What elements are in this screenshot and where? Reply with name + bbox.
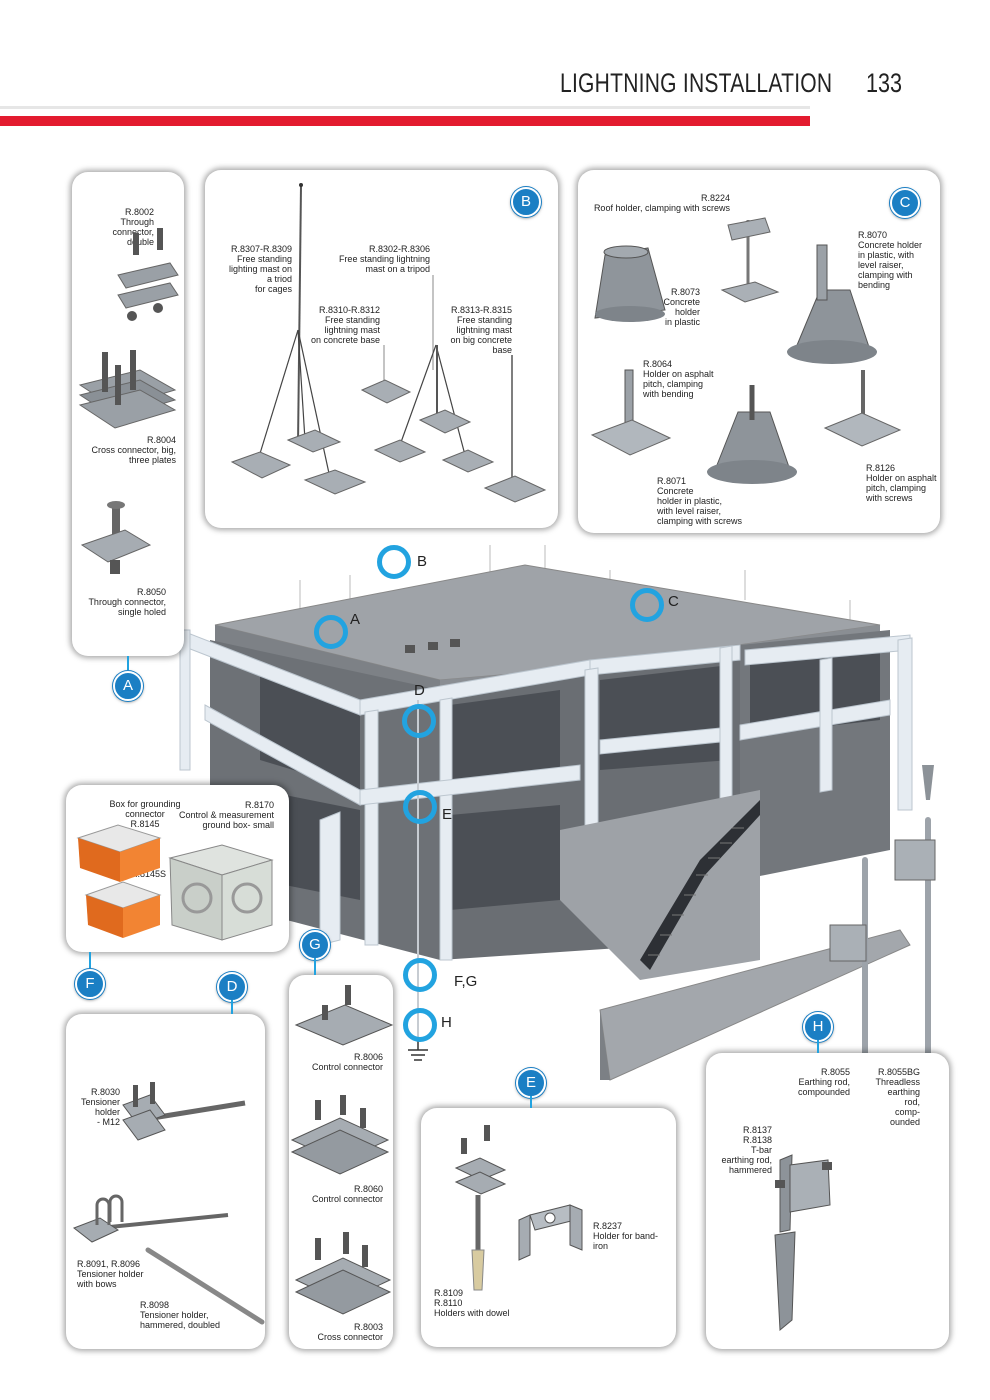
panel-e-stem — [530, 1096, 532, 1108]
panel-b-badge: B — [511, 187, 541, 217]
panel-c-item-6-code: R.8126 — [866, 463, 896, 473]
page-title: LIGHTNING INSTALLATION — [560, 68, 833, 98]
panel-b-item-3-code: R.8310-R.8312 — [318, 305, 380, 315]
panel-d-item-3-code: R.8098 — [140, 1300, 170, 1310]
panel-d-item-1-desc: Tensioner holder - M12 — [80, 1097, 120, 1127]
panel-g-item-1-desc: Control connector — [311, 1062, 383, 1072]
panel-f-item-3-code: R.8145S — [130, 869, 166, 879]
panel-c-badge: C — [890, 188, 920, 218]
marker-ring-e — [403, 790, 437, 824]
panel-g-item-2-code: R.8060 — [353, 1184, 383, 1194]
panel-h-badge: H — [803, 1012, 833, 1042]
panel-e-item-1-code: R.8237 — [593, 1221, 623, 1231]
panel-b-item-4-desc: Free standing lightning mast on big conc… — [450, 315, 512, 355]
panel-g-stem — [314, 958, 316, 975]
panel-g-item-2-desc: Control connector — [311, 1194, 383, 1204]
panel-d-item-3-desc: Tensioner holder, hammered, doubled — [140, 1310, 221, 1330]
panel-a-item-2-code: R.8004 — [146, 435, 176, 445]
panel-c-item-5-desc: Concrete holder in plastic, with level r… — [657, 486, 743, 526]
panel-c-item-4-code: R.8064 — [643, 359, 673, 369]
panel-b-item-2-code: R.8302-R.8306 — [368, 244, 430, 254]
panel-f-badge: F — [75, 969, 105, 999]
panel-c-item-4-desc: Holder on asphalt pitch, clamping with b… — [643, 369, 714, 399]
panel-c-item-2-code: R.8070 — [858, 230, 888, 240]
panel-f-item-1-desc: Box for grounding connector — [109, 799, 181, 819]
panel-h-stem — [817, 1040, 819, 1053]
panel-a-item-3-code: R.8050 — [136, 587, 166, 597]
panel-d-item-2-code: R.8091, R.8096 — [77, 1259, 141, 1269]
panel-e-item-2-desc: Holders with dowel — [434, 1308, 510, 1318]
header-grey-rule — [0, 106, 810, 109]
panel-b-item-4-code: R.8313-R.8315 — [450, 305, 512, 315]
panel-a-badge: A — [113, 671, 143, 701]
page-number: 133 — [866, 68, 903, 98]
panel-h-item-3-code: R.8137 R.8138 — [742, 1125, 772, 1145]
marker-ring-b — [377, 545, 411, 579]
panel-a-stem — [127, 656, 129, 670]
panel-a-item-3-desc: Through connector, single holed — [88, 597, 166, 617]
panel-e-item-2-code: R.8109 R.8110 — [434, 1288, 464, 1308]
panel-g-item-3-desc: Cross connector — [317, 1332, 383, 1342]
panel-b-item-3-desc: Free standing lightning mast on concrete… — [310, 315, 380, 345]
panel-c-item-1-desc: Roof holder, clamping with screws — [593, 203, 730, 213]
panel-a-item-1-code: R.8002 — [124, 207, 154, 217]
marker-ring-fg — [403, 958, 437, 992]
panel-d — [66, 1014, 265, 1349]
marker-label-a: A — [350, 611, 361, 628]
panel-c-item-1-code: R.8224 — [700, 193, 730, 203]
panel-h-item-2-code: R.8055BG — [877, 1067, 920, 1077]
panel-b-item-2-desc: Free standing lightning mast on a tripod — [338, 254, 430, 274]
marker-label-d: D — [414, 682, 425, 699]
panel-b-item-1-desc: Free standing lighting mast on a triod f… — [228, 254, 292, 294]
panel-h-item-1-code: R.8055 — [820, 1067, 850, 1077]
panel-a-item-1-desc: Through connector, double — [112, 217, 154, 247]
panel-d-stem — [231, 1000, 233, 1014]
panel-c-item-5-code: R.8071 — [657, 476, 687, 486]
panel-f-item-1-code: R.8145 — [130, 819, 160, 829]
panel-c-item-3-code: R.8073 — [670, 287, 700, 297]
panel-f-item-2-code: R.8170 — [244, 800, 274, 810]
marker-ring-a — [314, 615, 348, 649]
marker-ring-h — [403, 1008, 437, 1042]
panel-c-item-3-desc: Concrete holder in plastic — [663, 297, 700, 327]
panel-d-item-2-desc: Tensioner holder with bows — [77, 1269, 144, 1289]
marker-label-h: H — [441, 1014, 452, 1031]
marker-label-e: E — [442, 806, 453, 823]
marker-label-b: B — [417, 553, 428, 570]
panel-g-item-1-code: R.8006 — [353, 1052, 383, 1062]
header-red-rule — [0, 116, 810, 126]
panel-c-item-6-desc: Holder on asphalt pitch, clamping with s… — [866, 473, 937, 503]
panel-h-item-3-desc: T-bar earthing rod, hammered — [721, 1145, 772, 1175]
marker-ring-c — [630, 588, 664, 622]
panel-b-item-1-code: R.8307-R.8309 — [230, 244, 292, 254]
panel-f-item-2-desc: Control & measurement ground box- small — [178, 810, 274, 830]
panel-g-item-3-code: R.8003 — [353, 1322, 383, 1332]
marker-label-c: C — [668, 593, 679, 610]
panel-c-item-2-desc: Concrete holder in plastic, with level r… — [858, 240, 923, 290]
panel-a-item-2-desc: Cross connector, big, three plates — [91, 445, 176, 465]
panel-h-item-2-desc: Threadless earthing rod, comp- ounded — [875, 1077, 920, 1127]
marker-ring-d — [402, 704, 436, 738]
marker-label-fg: F,G — [454, 973, 478, 990]
panel-h-item-1-desc: Earthing rod, compounded — [797, 1077, 850, 1097]
panel-d-item-1-code: R.8030 — [90, 1087, 120, 1097]
panel-e-badge: E — [516, 1068, 546, 1098]
panel-f-stem — [89, 952, 91, 968]
panel-e-item-1-desc: Holder for band-iron — [593, 1231, 659, 1251]
